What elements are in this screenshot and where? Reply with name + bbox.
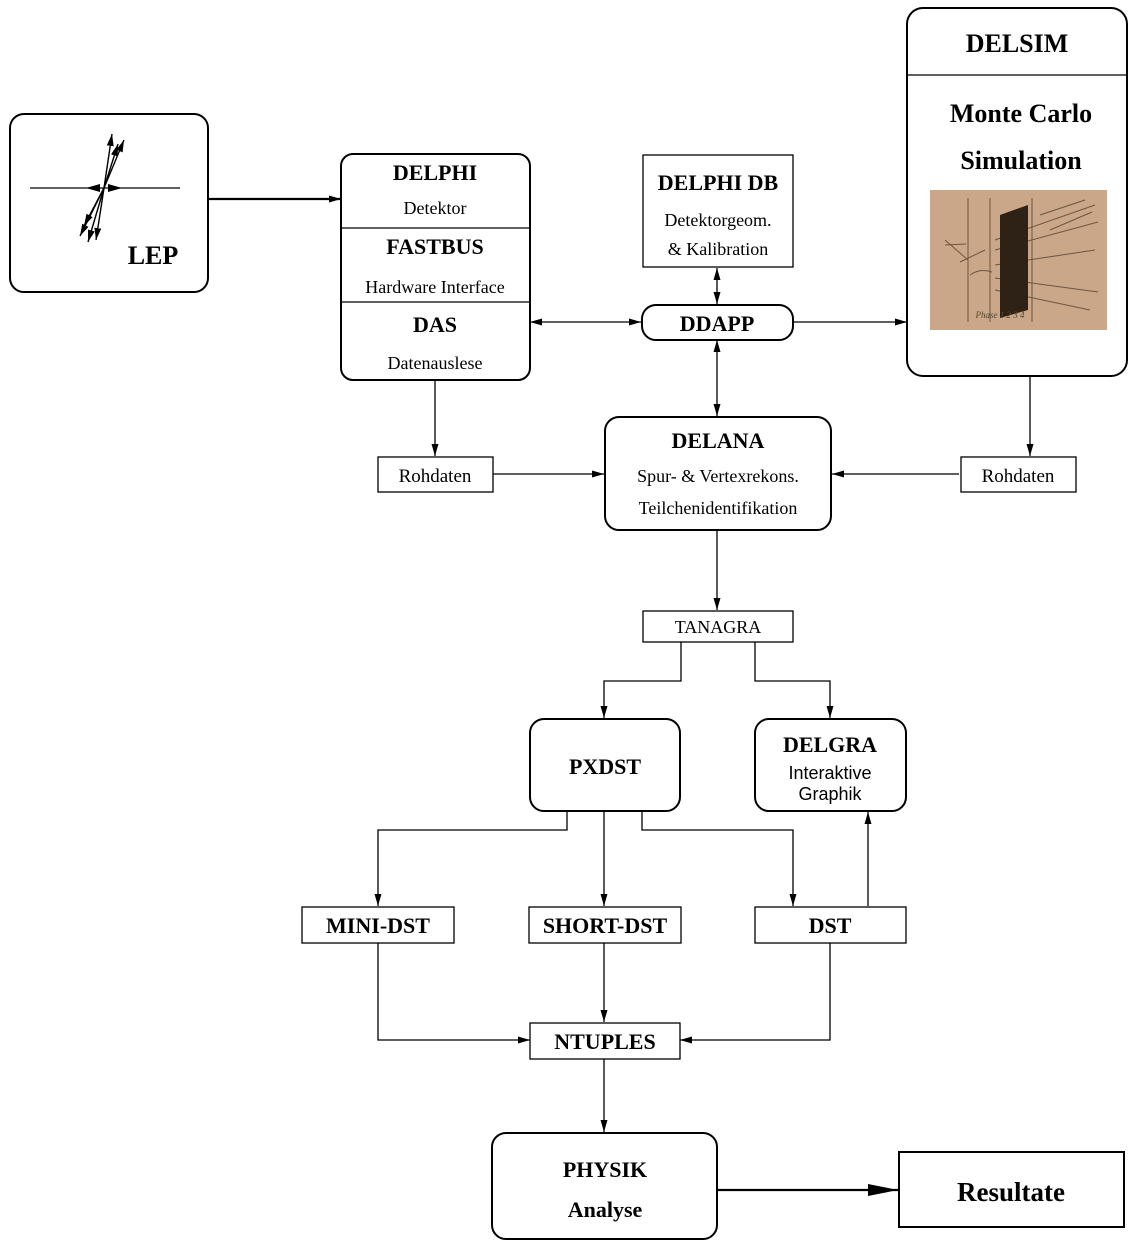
short-dst-box: SHORT-DST <box>528 906 682 944</box>
fastbus-subtitle: Hardware Interface <box>365 277 504 297</box>
ddapp-box: DDAPP <box>641 304 794 341</box>
mini-dst-frame <box>301 906 455 944</box>
delphi-db-box: DELPHI DB Detektorgeom. & Kalibration <box>642 154 794 268</box>
resultate-box: Resultate <box>898 1151 1125 1228</box>
rohdaten-right-box: Rohdaten <box>960 456 1077 493</box>
dst-frame <box>754 906 907 944</box>
delphi-db-line1: Detektorgeom. <box>664 210 771 230</box>
delana-line2: Teilchenidentifikation <box>639 498 798 518</box>
pxdst-box: PXDST <box>529 718 681 812</box>
delana-frame <box>604 416 832 531</box>
mini-dst-label: MINI-DST <box>326 913 430 938</box>
rohdaten-left-box: Rohdaten <box>377 456 494 493</box>
physik-frame <box>491 1132 718 1240</box>
delphi-title: DELPHI <box>393 160 477 185</box>
delphi-db-line2: & Kalibration <box>668 239 768 259</box>
resultate-label: Resultate <box>957 1177 1065 1207</box>
physik-title: PHYSIK <box>563 1157 647 1182</box>
mini-dst-box: MINI-DST <box>301 906 455 944</box>
delsim-line1: Monte Carlo <box>950 99 1092 128</box>
delgra-frame <box>754 718 907 812</box>
pxdst-frame <box>529 718 681 812</box>
arrow-minidst-ntuples <box>377 943 530 1044</box>
delana-title: DELANA <box>672 428 765 453</box>
lep-label: LEP <box>128 241 179 270</box>
delphi-frame <box>340 153 531 381</box>
delana-line1: Spur- & Vertexrekons. <box>637 466 799 486</box>
physik-subtitle: Analyse <box>568 1197 643 1222</box>
arrow-tanagra-pxdst <box>600 642 682 718</box>
delphi-db-title: DELPHI DB <box>658 170 779 195</box>
tanagra-label: TANAGRA <box>675 617 762 637</box>
short-dst-label: SHORT-DST <box>543 913 668 938</box>
fastbus-title: FASTBUS <box>386 234 483 259</box>
delana-box: DELANA Spur- & Vertexrekons. Teilchenide… <box>604 416 832 531</box>
das-subtitle: Datenauslese <box>388 353 483 373</box>
simulation-sketch-image: Phase 1 2 3 4 <box>930 190 1107 330</box>
arrow-pxdst-minidst <box>374 811 568 906</box>
resultate-frame <box>898 1151 1125 1228</box>
rohdaten-left-frame <box>377 456 494 493</box>
rohdaten-left-label: Rohdaten <box>399 466 472 487</box>
tanagra-box: TANAGRA <box>642 610 794 643</box>
ddapp-frame <box>641 304 794 341</box>
das-title: DAS <box>413 312 457 337</box>
connectors <box>208 195 1034 1196</box>
ntuples-label: NTUPLES <box>554 1029 655 1054</box>
short-dst-frame <box>528 906 682 944</box>
delgra-line1: Interaktive <box>788 763 871 783</box>
delphi-subtitle: Detektor <box>404 198 467 218</box>
delsim-title: DELSIM <box>966 29 1069 58</box>
dst-label: DST <box>809 913 852 938</box>
ddapp-label: DDAPP <box>680 311 755 336</box>
ntuples-box: NTUPLES <box>529 1022 681 1060</box>
dst-box: DST <box>754 906 907 944</box>
delphi-box: DELPHI Detektor FASTBUS Hardware Interfa… <box>340 153 531 381</box>
delsim-box: DELSIM Monte Carlo Simulation <box>906 7 1128 377</box>
lep-box: LEP <box>9 113 209 293</box>
delgra-title: DELGRA <box>783 732 877 757</box>
ntuples-frame <box>529 1022 681 1060</box>
simulation-sketch-caption: Phase 1 2 3 4 <box>975 310 1025 320</box>
collision-icon <box>30 133 180 243</box>
pxdst-label: PXDST <box>569 754 641 779</box>
lep-frame <box>9 113 209 293</box>
delgra-box: DELGRA Interaktive Graphik <box>754 718 907 812</box>
simulation-sketch-calorimeter <box>1000 205 1028 318</box>
rohdaten-right-label: Rohdaten <box>982 466 1055 487</box>
delphi-db-frame <box>642 154 794 268</box>
rohdaten-right-frame <box>960 456 1077 493</box>
arrow-dst-ntuples <box>680 943 831 1044</box>
arrow-pxdst-dst <box>641 811 797 906</box>
delgra-line2: Graphik <box>798 784 862 804</box>
tanagra-frame <box>642 610 794 643</box>
arrow-tanagra-delgra <box>754 642 834 718</box>
physik-box: PHYSIK Analyse <box>491 1132 718 1240</box>
delsim-line2: Simulation <box>960 146 1082 175</box>
